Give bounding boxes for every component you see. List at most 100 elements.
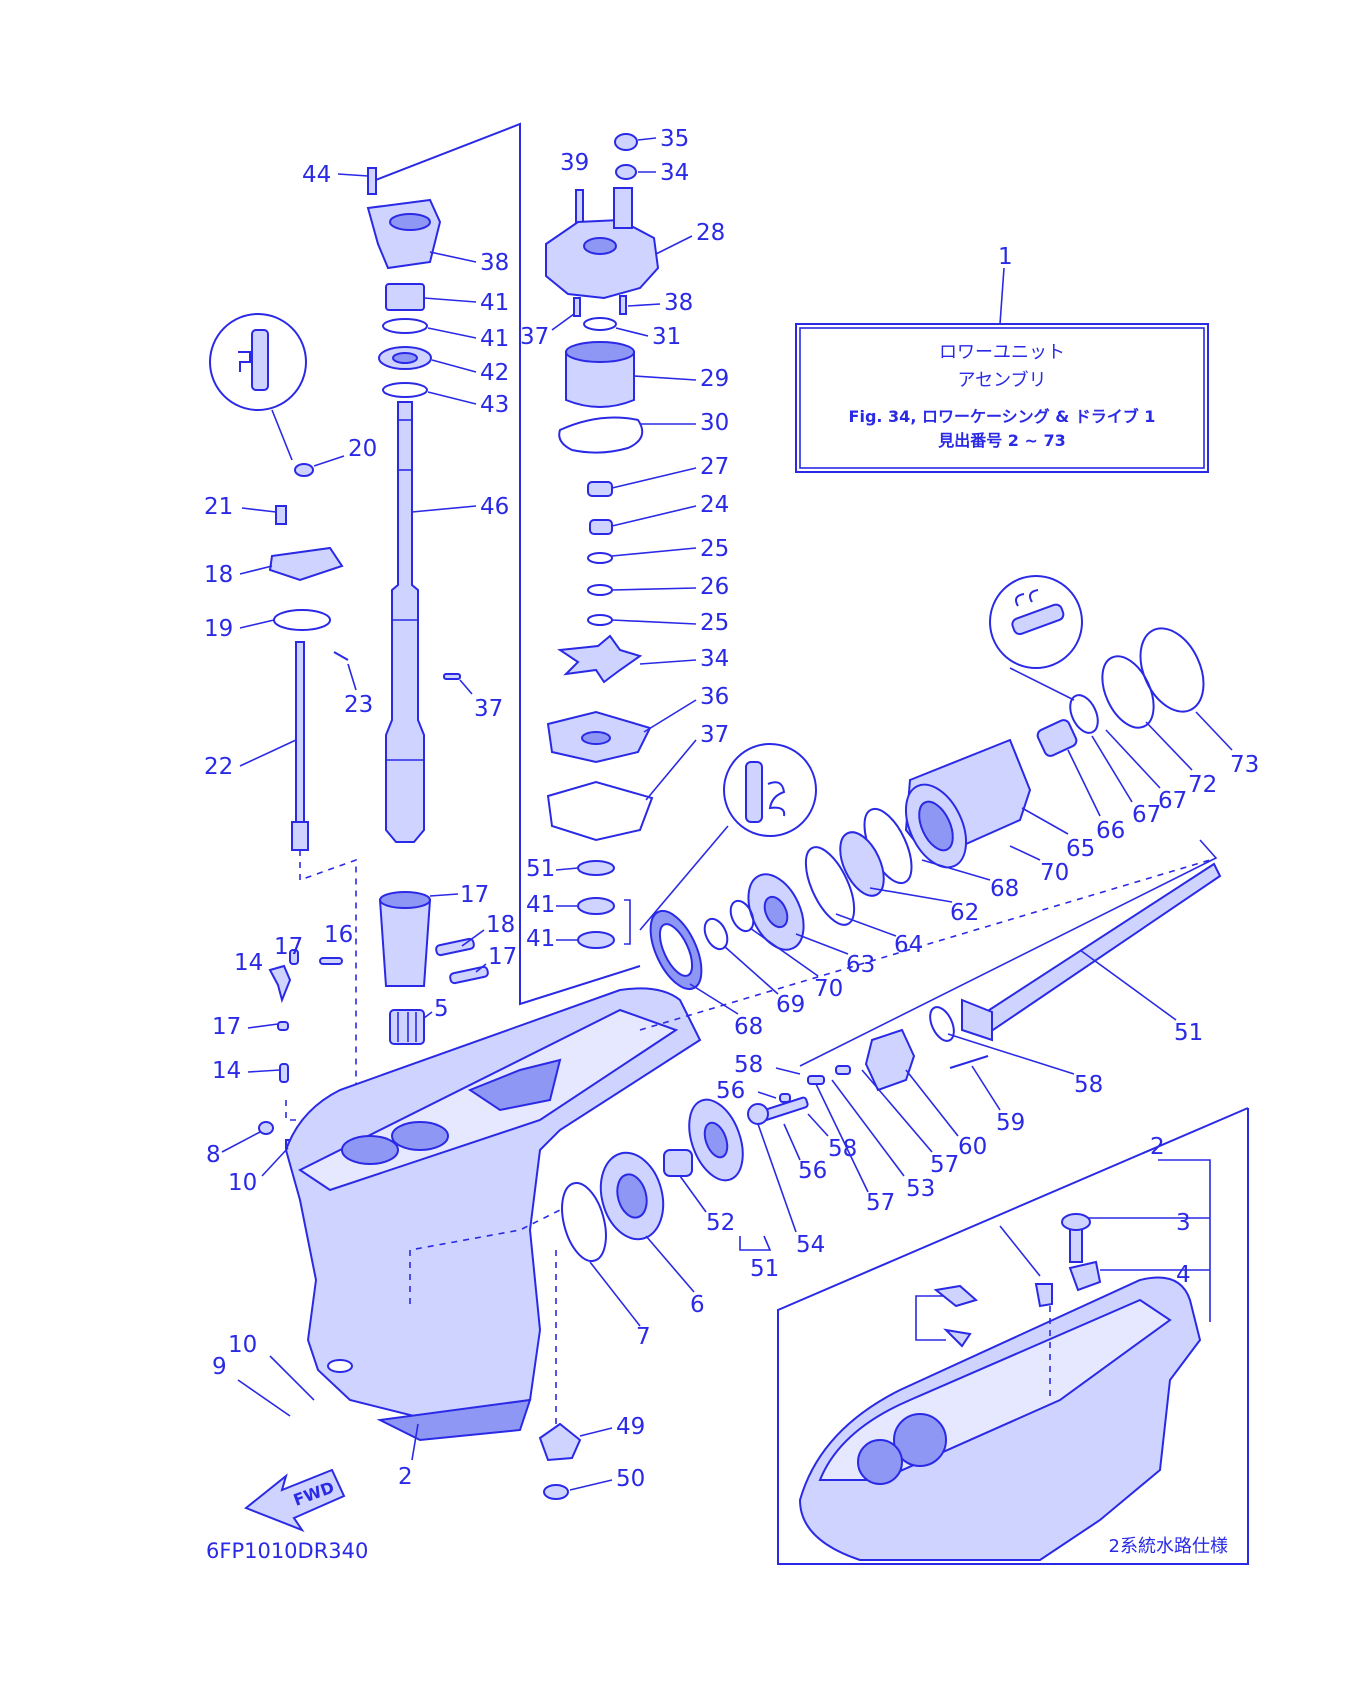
part-label: 70 — [1040, 860, 1069, 886]
part-label: 67 — [1158, 788, 1187, 814]
part-label: 8 — [206, 1142, 221, 1168]
part-label: 37 — [474, 696, 503, 722]
part-label: 49 — [616, 1414, 645, 1440]
part-label: 28 — [696, 220, 725, 246]
inset-caption: 2系統水路仕様 — [1109, 1536, 1228, 1557]
drawing-code: 6FP1010DR340 — [206, 1539, 368, 1563]
part-label: 23 — [344, 692, 373, 718]
part-label: 37 — [700, 722, 729, 748]
propeller-shaft-assembly — [538, 575, 1222, 1500]
part-label: 24 — [700, 492, 729, 518]
part-label: 30 — [700, 410, 729, 436]
part-label: 17 — [460, 882, 489, 908]
part-label: 17 — [274, 934, 303, 960]
shift-rod-assembly — [209, 313, 357, 1149]
part-label: 58 — [1074, 1072, 1103, 1098]
part-label: 50 — [616, 1466, 645, 1492]
part-label: 59 — [996, 1110, 1025, 1136]
part-label: 51 — [750, 1256, 779, 1282]
part-labels: 44 38 41 41 42 43 46 20 21 18 19 23 22 3… — [204, 126, 1259, 1492]
part-label: 72 — [1188, 772, 1217, 798]
part-label: 51 — [1174, 1020, 1203, 1046]
part-label: 21 — [204, 494, 233, 520]
part-label: 58 — [828, 1136, 857, 1162]
part-label: 31 — [652, 324, 681, 350]
part-label: 56 — [798, 1158, 827, 1184]
part-label: 57 — [866, 1190, 895, 1216]
part-label: 44 — [302, 162, 331, 188]
part-label: 73 — [1230, 752, 1259, 778]
part-label: 29 — [700, 366, 729, 392]
part-label: 57 — [930, 1152, 959, 1178]
part-label: 16 — [324, 922, 353, 948]
part-label: 34 — [700, 646, 729, 672]
part-label: 14 — [212, 1058, 241, 1084]
part-label: 25 — [700, 536, 729, 562]
info-box-line3: Fig. 34, ロワーケーシング & ドライブ 1 — [849, 407, 1156, 426]
part-label: 19 — [204, 616, 233, 642]
part-label: 46 — [480, 494, 509, 520]
part-label: 41 — [526, 892, 555, 918]
info-box-ref: 1 — [998, 244, 1013, 270]
part-label: 62 — [950, 900, 979, 926]
part-label: 64 — [894, 932, 923, 958]
part-label: 34 — [660, 160, 689, 186]
part-label: 70 — [814, 976, 843, 1002]
part-label: 63 — [846, 952, 875, 978]
part-label: 43 — [480, 392, 509, 418]
part-label: 10 — [228, 1170, 257, 1196]
part-label: 9 — [212, 1354, 227, 1380]
part-label: 51 — [526, 856, 555, 882]
part-label: 41 — [526, 926, 555, 952]
part-label: 26 — [700, 574, 729, 600]
part-label: 65 — [1066, 836, 1095, 862]
part-label: 14 — [234, 950, 263, 976]
part-label: 17 — [212, 1014, 241, 1040]
assembly-info-box: 1 ロワーユニット アセンブリ Fig. 34, ロワーケーシング & ドライブ… — [795, 244, 1209, 473]
part-label: 42 — [480, 360, 509, 386]
dual-water-inset: 2 3 4 2系統水路仕様 — [777, 1107, 1249, 1565]
part-label: 53 — [906, 1176, 935, 1202]
part-label: 20 — [348, 436, 377, 462]
part-label: 60 — [958, 1134, 987, 1160]
part-label: 6 — [690, 1292, 705, 1318]
part-label: 17 — [488, 944, 517, 970]
water-pump-assembly — [443, 133, 660, 949]
fwd-arrow-icon: FWD — [244, 1468, 346, 1533]
part-label: 56 — [716, 1078, 745, 1104]
part-label: 37 — [520, 324, 549, 350]
part-label: 52 — [706, 1210, 735, 1236]
part-label: 69 — [776, 992, 805, 1018]
part-label: 38 — [480, 250, 509, 276]
part-label: 36 — [700, 684, 729, 710]
part-label: 67 — [1132, 802, 1161, 828]
inset-ref: 2 — [1150, 1134, 1165, 1160]
part-label: 38 — [664, 290, 693, 316]
info-box-line2: アセンブリ — [957, 369, 1046, 391]
part-label: 18 — [204, 562, 233, 588]
part-label: 39 — [560, 150, 589, 176]
grease-callout-icon — [723, 743, 817, 837]
inset-label-4: 4 — [1176, 1262, 1191, 1288]
part-label: 18 — [486, 912, 515, 938]
part-label: 58 — [734, 1052, 763, 1078]
part-label: 41 — [480, 290, 509, 316]
part-label: 66 — [1096, 818, 1125, 844]
part-label: 27 — [700, 454, 729, 480]
part-label: 25 — [700, 610, 729, 636]
part-label: 22 — [204, 754, 233, 780]
part-label: 41 — [480, 326, 509, 352]
part-label: 2 — [398, 1464, 413, 1490]
part-label: 10 — [228, 1332, 257, 1358]
part-label: 35 — [660, 126, 689, 152]
part-label: 7 — [636, 1324, 651, 1350]
inset-label-3: 3 — [1176, 1210, 1191, 1236]
drive-shaft-assembly — [366, 122, 641, 1045]
info-box-line1: ロワーユニット — [939, 342, 1065, 363]
part-label: 5 — [434, 996, 449, 1022]
part-label: 68 — [734, 1014, 763, 1040]
info-box-line4: 見出番号 2 ~ 73 — [937, 431, 1066, 450]
part-label: 54 — [796, 1232, 825, 1258]
part-label: 68 — [990, 876, 1019, 902]
